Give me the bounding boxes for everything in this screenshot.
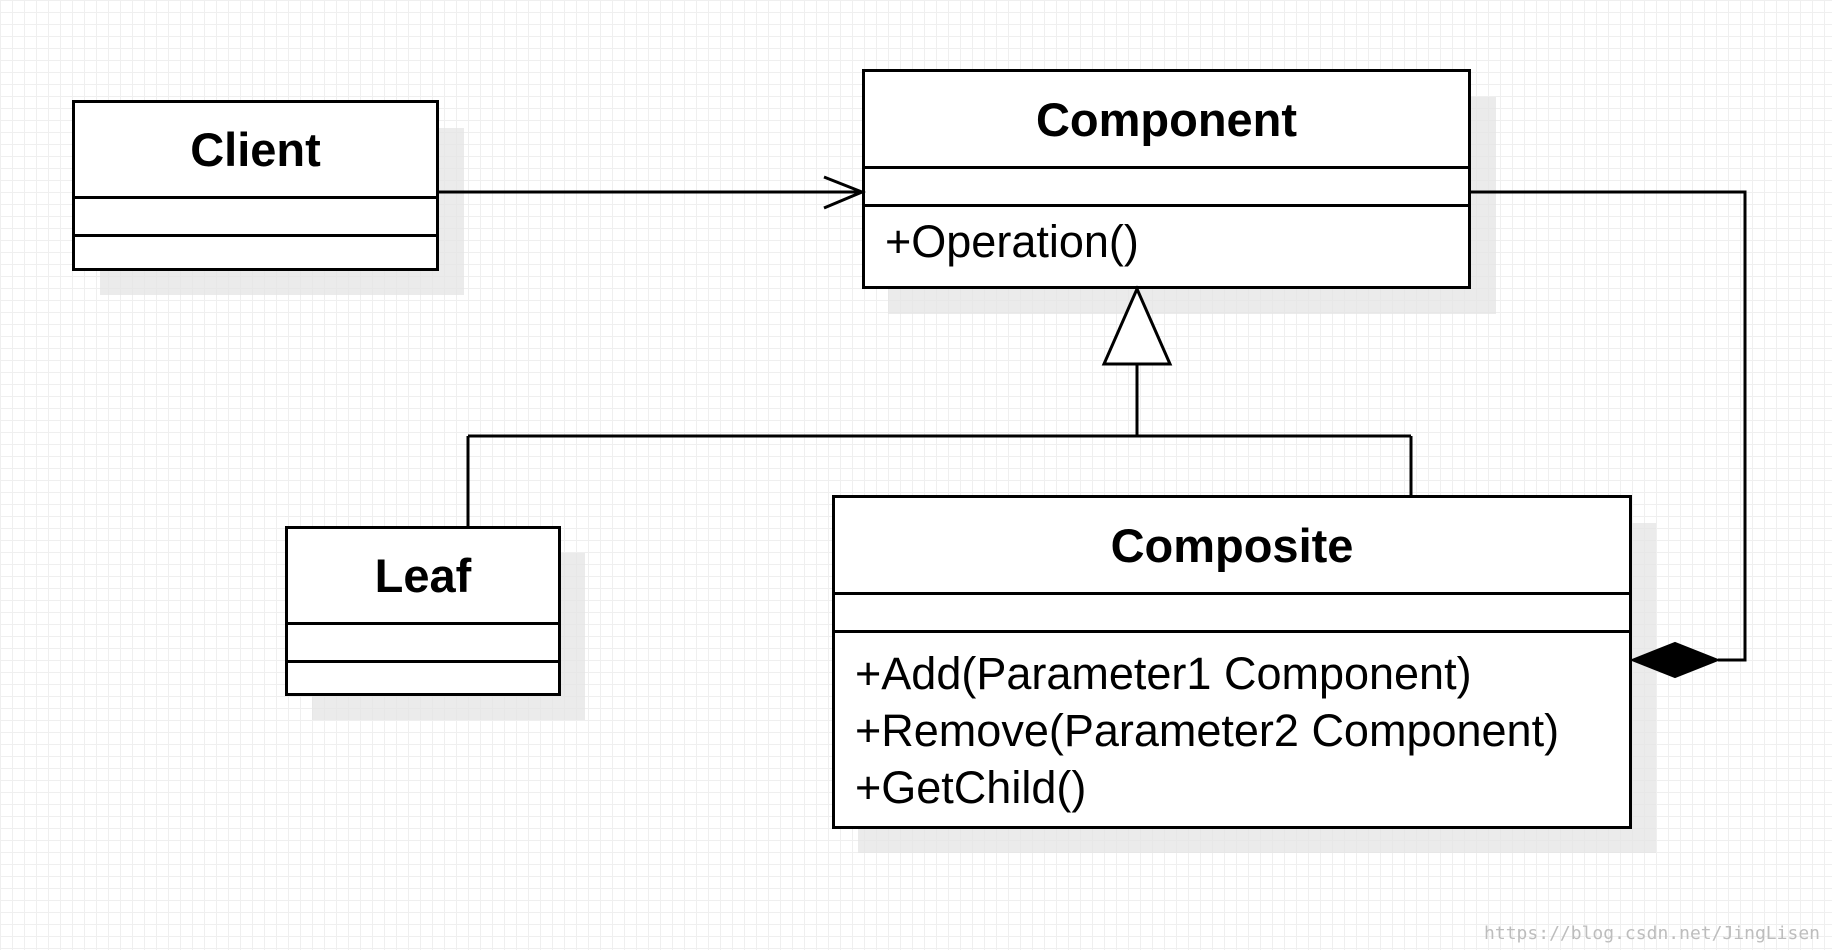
- generalization-arrowhead: [1101, 285, 1173, 366]
- class-composite-name: Composite: [835, 498, 1629, 595]
- class-client-name: Client: [75, 103, 436, 199]
- class-leaf-name: Leaf: [288, 529, 558, 625]
- association-arrowhead: [823, 175, 866, 210]
- operation-item: +Operation(): [885, 216, 1139, 267]
- class-client-attributes: [75, 199, 436, 237]
- class-leaf[interactable]: Leaf: [285, 526, 561, 696]
- class-component-operations: +Operation(): [865, 207, 1468, 267]
- class-composite[interactable]: Composite +Add(Parameter1 Component) +Re…: [832, 495, 1632, 829]
- class-composite-attributes: [835, 595, 1629, 633]
- class-component-name: Component: [865, 72, 1468, 169]
- watermark-text: https://blog.csdn.net/JingLisen: [1484, 923, 1820, 944]
- class-composite-operations: +Add(Parameter1 Component) +Remove(Param…: [835, 633, 1629, 816]
- class-component-attributes: [865, 169, 1468, 207]
- operation-item: +GetChild(): [855, 762, 1087, 813]
- composition-line: [1471, 190, 1747, 662]
- class-client[interactable]: Client: [72, 100, 439, 271]
- operation-item: +Remove(Parameter2 Component): [855, 705, 1560, 756]
- class-leaf-attributes: [288, 625, 558, 663]
- operation-item: +Add(Parameter1 Component): [855, 648, 1472, 699]
- class-component[interactable]: Component +Operation(): [862, 69, 1471, 289]
- composition-diamond: [1629, 641, 1721, 679]
